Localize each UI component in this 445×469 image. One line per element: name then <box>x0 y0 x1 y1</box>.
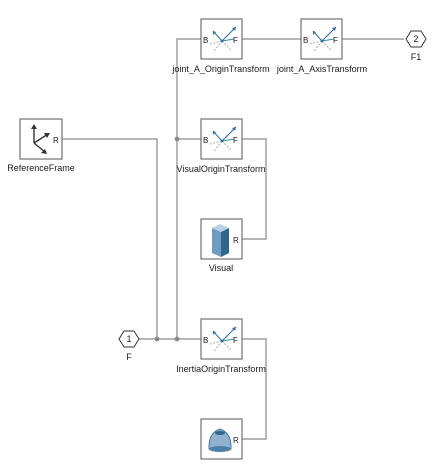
port-b-label: B <box>203 136 208 145</box>
port-f-label: F <box>233 336 238 345</box>
port-number: 1 <box>126 334 131 344</box>
port-f-label: F <box>233 36 238 45</box>
junction-dot <box>174 136 180 142</box>
line-reference-frame[interactable] <box>62 138 158 339</box>
port-b-label: B <box>203 336 208 345</box>
port-f-label: F <box>233 136 238 145</box>
block-label: Visual <box>209 263 233 273</box>
line-visual-origin-to-visual[interactable] <box>242 138 267 240</box>
reference-frame-block[interactable]: R ReferenceFrame <box>7 118 75 173</box>
port-label: F1 <box>411 52 422 62</box>
inertia-block[interactable]: R <box>200 418 243 460</box>
port-b-label: B <box>303 36 308 45</box>
line-bus-to-joint-origin[interactable] <box>176 38 201 339</box>
junction-dot <box>154 336 160 342</box>
solid-box-icon <box>212 224 229 257</box>
port-b-label: B <box>203 36 208 45</box>
output-port-f1[interactable]: 2 F1 <box>405 30 427 62</box>
frame-axes-icon <box>31 124 50 154</box>
block-label: VisualOriginTransform <box>176 164 265 174</box>
visual-solid-block[interactable]: R Visual <box>200 218 243 273</box>
inertia-origin-transform-block[interactable]: B F InertiaOriginTransform <box>176 318 266 374</box>
visual-origin-transform-block[interactable]: B F VisualOriginTransform <box>176 118 266 174</box>
connection-lines <box>62 38 404 440</box>
line-inertia-origin-to-inertia[interactable] <box>242 338 267 440</box>
inertia-mass-icon <box>208 428 232 452</box>
port-r-label: R <box>233 436 239 445</box>
port-f-label: F <box>333 36 338 45</box>
port-label: F <box>126 352 132 362</box>
block-label: InertiaOriginTransform <box>176 364 266 374</box>
port-r-label: R <box>233 236 239 245</box>
port-number: 2 <box>413 34 418 44</box>
block-label: joint_A_AxisTransform <box>276 64 367 74</box>
input-port-f[interactable]: 1 F <box>118 330 140 362</box>
joint-a-axis-transform-block[interactable]: B F joint_A_AxisTransform <box>276 18 367 74</box>
junction-dot <box>174 336 180 342</box>
block-label: joint_A_OriginTransform <box>171 64 269 74</box>
joint-a-origin-transform-block[interactable]: B F joint_A_OriginTransform <box>171 18 270 74</box>
block-label: ReferenceFrame <box>7 163 75 173</box>
port-r-label: R <box>53 136 59 145</box>
